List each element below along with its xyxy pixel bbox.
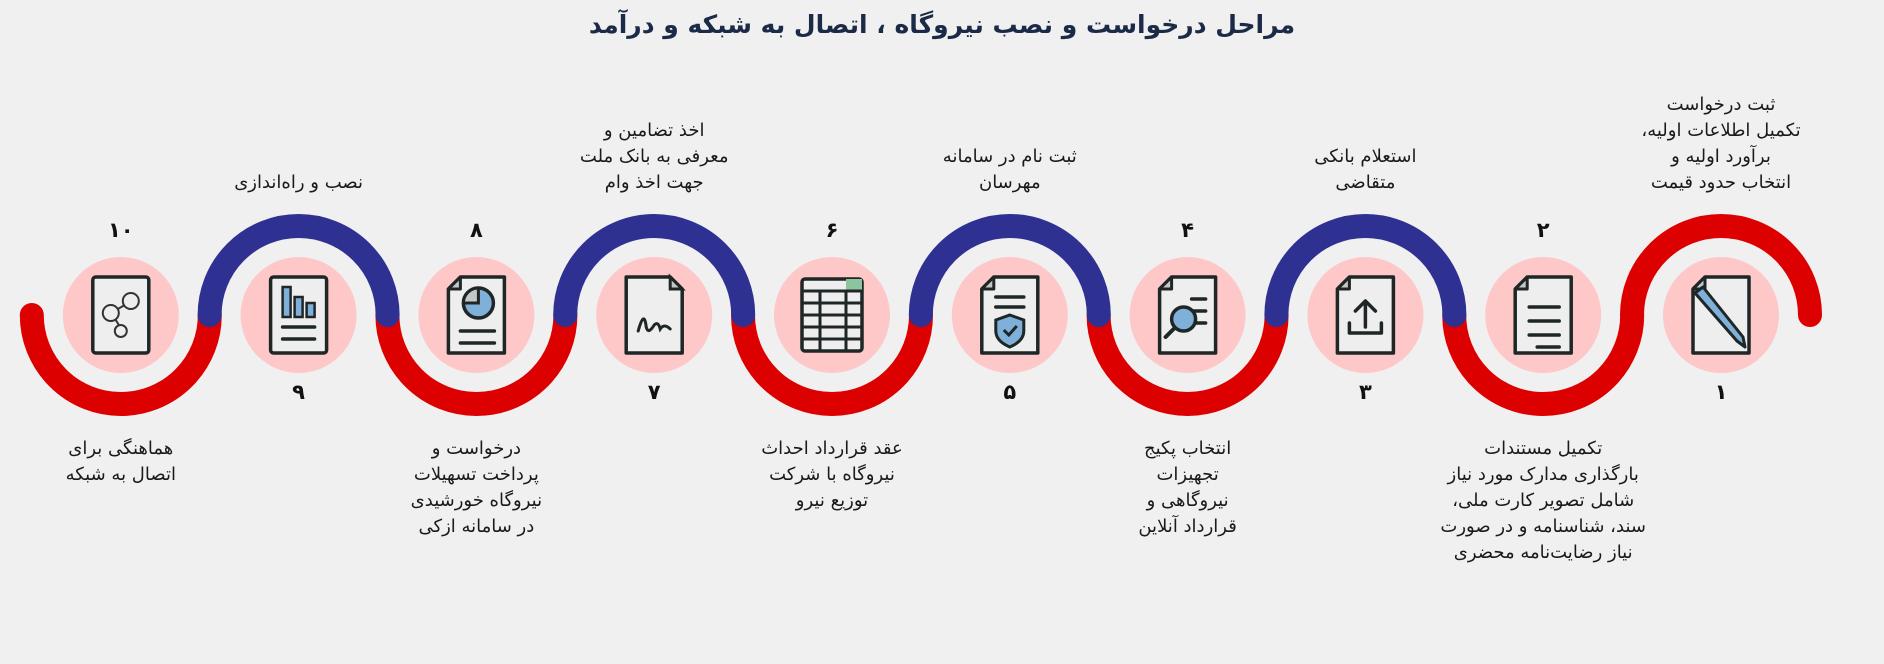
step-label-line: عقد قرارداد احداث [761, 438, 903, 459]
step-label-line: نصب و راه‌اندازی [234, 172, 363, 193]
step-label-line: سند، شناسنامه و در صورت [1440, 516, 1646, 537]
page-title: مراحل درخواست و نصب نیروگاه ، اتصال به ش… [588, 10, 1296, 39]
step-label-line: ثبت درخواست [1666, 94, 1776, 115]
step-label-line: انتخاب حدود قیمت [1650, 172, 1792, 193]
step-label-line: تجهیزات [1156, 464, 1219, 485]
step-label-line: متقاضی [1335, 172, 1396, 193]
wave-top-arc [1620, 214, 1822, 327]
step-number: ۲ [1536, 218, 1550, 242]
wave-top-arc [553, 214, 756, 327]
text-document-icon [1513, 275, 1573, 355]
step-label-line: اتصال به شبکه [65, 464, 176, 485]
step-label-line: معرفی به بانک ملت [579, 146, 729, 167]
step-9 [240, 257, 357, 373]
step-6 [774, 257, 890, 373]
step-label-line: شامل تصویر کارت ملی، [1452, 490, 1635, 511]
step-label-line: پرداخت تسهیلات [413, 464, 539, 485]
step-number: ۶ [825, 218, 839, 242]
step-label-line: تکمیل مستندات [1484, 438, 1603, 459]
step-number: ۱ [1714, 380, 1728, 404]
step-1 [1663, 257, 1779, 373]
step-8 [418, 257, 535, 373]
step-label-line: تکمیل اطلاعات اولیه، [1641, 120, 1801, 141]
step-label-line: انتخاب پکیج [1143, 438, 1232, 459]
step-label-line: اخذ تضامین و [603, 120, 705, 141]
step-label: انتخاب پکیج تجهیزات نیروگاهی و قرارداد آنلا… [1058, 436, 1318, 540]
step-number: ۷ [647, 380, 661, 404]
signature-document-icon [624, 273, 686, 355]
step-label-line: نیاز رضایت‌نامه محضری [1453, 542, 1633, 563]
wave-top-arc [1264, 214, 1467, 327]
step-label-line: جهت اخذ وام [604, 172, 704, 193]
step-label: عقد قرارداد احداث نیروگاه با شرکت توزیع نی… [702, 436, 962, 514]
step-label-line: نیروگاه با شرکت [769, 464, 895, 485]
step-label: اخذ تضامین و معرفی به بانک ملت جهت اخذ وام [524, 118, 784, 196]
step-label-line: در سامانه ازکی [418, 516, 535, 537]
step-label: هماهنگی برای اتصال به شبکه [0, 436, 251, 488]
step-number: ۵ [1003, 380, 1017, 404]
step-label-line: هماهنگی برای [68, 438, 174, 459]
step-3 [1307, 257, 1424, 373]
step-label: تکمیل مستندات بارگذاری مدارک مورد نیاز شام… [1413, 436, 1673, 566]
step-label-line: درخواست و [431, 438, 522, 459]
step-label-line: بارگذاری مدارک مورد نیاز [1447, 464, 1639, 485]
step-number: ۱۰ [107, 218, 134, 242]
step-2 [1485, 257, 1602, 373]
step-4 [1129, 257, 1246, 373]
step-label: ثبت نام در سامانه مهرسان [880, 144, 1140, 196]
step-10 [62, 257, 179, 373]
step-label-line: توزیع نیرو [795, 490, 869, 511]
step-7 [596, 257, 713, 373]
wave-bottom-arcs [19, 303, 1645, 416]
step-label-line: نیروگاهی و [1146, 490, 1229, 511]
step-label-line: ثبت نام در سامانه [942, 146, 1077, 167]
step-label: استعلام بانکی متقاضی [1235, 144, 1495, 196]
step-number: ۴ [1181, 218, 1194, 242]
step-label: ثبت درخواست تکمیل اطلاعات اولیه، برآورد او… [1591, 92, 1851, 196]
step-number: ۸ [469, 218, 483, 242]
step-label-line: قرارداد آنلاین [1138, 516, 1237, 537]
step-number: ۳ [1358, 380, 1372, 404]
wave-top-arc [197, 214, 400, 327]
step-label: نصب و راه‌اندازی [169, 170, 429, 196]
spreadsheet-icon [800, 277, 864, 353]
network-users-document-icon [91, 275, 151, 355]
step-label-line: مهرسان [978, 172, 1041, 193]
search-document-icon [1157, 275, 1218, 355]
upload-document-icon [1335, 275, 1396, 355]
step-label-line: نیروگاه خورشیدی [410, 490, 543, 511]
pie-chart-document-icon [446, 275, 507, 355]
shield-document-icon [980, 275, 1040, 355]
step-number: ۹ [292, 380, 305, 404]
step-5 [951, 257, 1068, 373]
wave-top-arc [908, 214, 1111, 327]
step-label-line: استعلام بانکی [1314, 146, 1417, 167]
step-label: درخواست و پرداخت تسهیلات نیروگاه خورشیدی در… [346, 436, 606, 540]
step-label-line: برآورد اولیه و [1671, 146, 1771, 167]
bar-chart-document-icon [268, 275, 329, 355]
pencil-document-icon [1691, 275, 1751, 355]
